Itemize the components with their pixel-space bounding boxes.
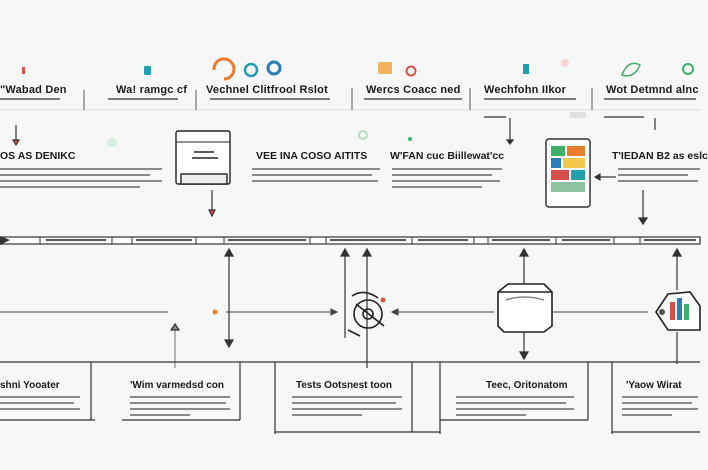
bottom-heading-5: 'Yaow Wirat xyxy=(626,380,682,391)
gear-network-icon xyxy=(347,291,386,337)
swirl-icon xyxy=(212,57,236,81)
square-icon xyxy=(144,66,151,75)
faint-dot-2 xyxy=(358,130,368,140)
mid-heading-3: W'FAN cuc Biillewat'cc xyxy=(390,150,505,162)
top-heading-6: Wot Detmnd alnc xyxy=(606,84,699,96)
bucket-icon xyxy=(523,64,529,74)
bottom-heading-3: Tests Ootsnest toon xyxy=(296,380,392,391)
mid-paragraphs xyxy=(0,168,700,188)
bottom-panels xyxy=(0,361,700,434)
mid-heading-2: VEE INA COSO AITITS xyxy=(256,150,368,162)
top-header-row xyxy=(0,88,700,111)
bottom-paragraphs xyxy=(0,396,698,416)
mid-heading-1: OS AS DENIKC xyxy=(0,150,76,162)
bottom-heading-4: Teec, Oritonatom xyxy=(486,380,568,391)
vertical-connectors xyxy=(169,247,683,368)
mid-heading-4: T'IEDAN B2 as eslc xyxy=(612,150,708,162)
clipboard-arrow xyxy=(593,172,616,182)
bottom-heading-1: shni Yooater xyxy=(0,380,60,391)
main-timeline xyxy=(0,236,701,245)
ring-icon-2 xyxy=(266,60,282,76)
cube-icon xyxy=(497,283,553,333)
top-heading-4: Wercs Coacc ned xyxy=(366,84,461,96)
top-heading-2: Wa! ramgc cf xyxy=(116,84,188,96)
top-heading-1: "Wabad Den xyxy=(0,84,67,96)
top-heading-3: Vechnel Clitfrool Rslot xyxy=(206,84,328,96)
second-track xyxy=(0,308,648,316)
ring-icon xyxy=(243,62,259,78)
orange-mark-icon xyxy=(22,67,25,74)
top-paragraphs xyxy=(0,98,696,118)
faint-green-dot xyxy=(107,137,117,147)
faint-dot-icon xyxy=(561,59,569,67)
bottom-heading-2: 'Wim varmedsd con xyxy=(130,380,224,391)
clipboard-icon xyxy=(545,112,591,208)
shield-chart-icon xyxy=(655,291,701,331)
top-icons xyxy=(22,57,694,81)
green-small-dot xyxy=(408,137,412,141)
dot-icon xyxy=(405,65,417,77)
leaf-icon xyxy=(621,62,641,77)
top-heading-5: Wechfohn IIkor xyxy=(484,84,567,96)
top-arrows xyxy=(11,118,656,226)
green-ring-icon xyxy=(682,63,694,75)
device-icon xyxy=(175,130,231,185)
tag-icon xyxy=(378,62,392,74)
